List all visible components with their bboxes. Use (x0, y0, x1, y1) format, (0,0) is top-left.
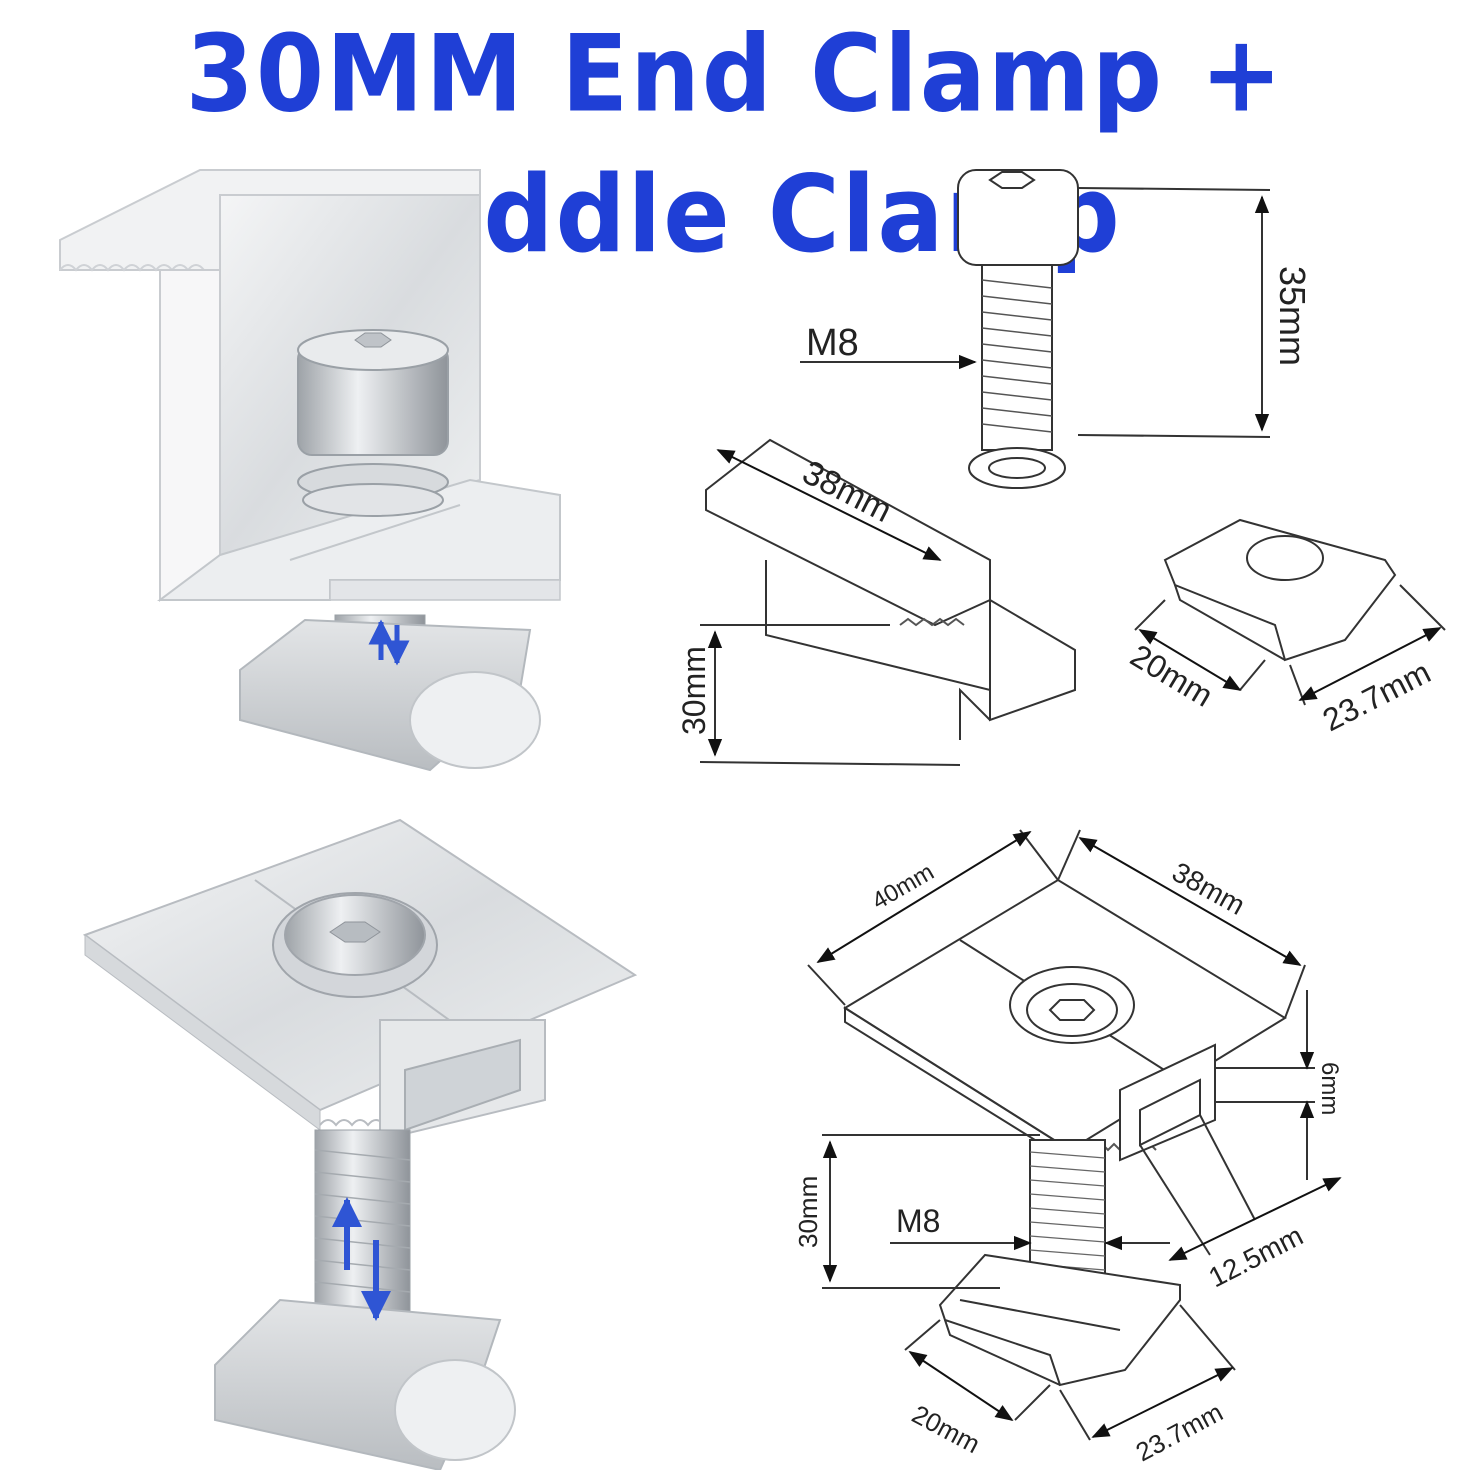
end-bolt-length-label: 35mm (1272, 266, 1313, 366)
mid-nut-width-label: 20mm (907, 1399, 985, 1459)
up-down-arrow-icon (368, 619, 410, 666)
mid-nut-length-label: 23.7mm (1131, 1397, 1228, 1468)
end-clamp-photo (59, 169, 561, 772)
end-clamp-height-label: 30mm (676, 646, 712, 735)
mid-clamp-depth-label: 40mm (868, 858, 939, 915)
middle-clamp-diagram (807, 829, 1342, 1441)
mid-bolt-height-label: 30mm (793, 1176, 823, 1248)
mid-slot-width-label: 12.5mm (1204, 1220, 1308, 1294)
middle-clamp-photo (82, 818, 638, 1470)
end-nut-length-label: 23.7mm (1317, 654, 1436, 739)
mid-slot-height-label: 6mm (1316, 1062, 1343, 1115)
mid-bolt-thread-label: M8 (896, 1203, 940, 1239)
up-down-arrow-icon (332, 1197, 391, 1321)
end-clamp-diagram (699, 169, 1446, 766)
end-bolt-thread-label: M8 (806, 322, 859, 364)
